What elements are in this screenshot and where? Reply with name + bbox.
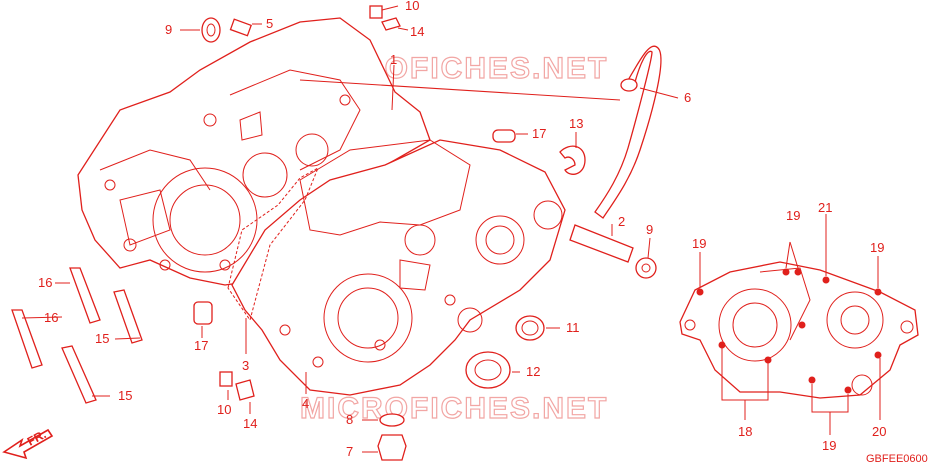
clip-10-bottom [219,371,233,387]
callout-11: 11 [566,320,580,335]
callout-21: 21 [818,200,832,215]
callout-10-top: 10 [405,0,419,13]
callout-12: 12 [526,364,540,379]
seal-11 [515,315,545,341]
stud-16-b [11,309,43,369]
callout-9-right: 9 [646,222,653,237]
callout-13: 13 [569,116,583,131]
callout-10-bottom: 10 [217,402,231,417]
callout-6: 6 [684,90,691,105]
front-label: FR. [25,427,49,448]
callout-16-a: 16 [38,275,52,290]
leader-lines [21,5,881,453]
callout-17-left: 17 [194,338,208,353]
watermark-bottom: MICROFICHES.NET [300,392,608,425]
stud-15-a [113,289,143,344]
front-direction-indicator: FR. [2,427,54,460]
bolt-14-bottom [235,379,255,401]
callout-2: 2 [618,214,625,229]
sleeve-2 [569,224,634,263]
inset-bolt-layout [679,261,919,399]
front-arrow-icon [2,428,54,460]
callout-14-bottom: 14 [243,416,257,431]
callout-14-top: 14 [410,24,424,39]
bolt-14-top [381,17,401,31]
callout-3: 3 [242,358,249,373]
stud-16-a [69,267,101,324]
dowel-17-top [492,129,516,143]
callout-1: 1 [390,52,397,67]
clip-10-top [369,5,383,19]
stud-15-b [61,345,97,404]
right-crankcase [231,139,566,396]
dowel-17-left [193,301,213,325]
drain-bolt-7 [377,434,407,461]
callout-16-b: 16 [44,310,58,325]
callout-labels: 9 5 10 14 1 6 17 13 2 9 16 16 15 15 17 3… [38,0,886,459]
diagram-code: GBFEE0600 [866,453,928,465]
callout-4: 4 [302,396,309,411]
callout-19-c: 19 [870,240,884,255]
callout-20: 20 [872,424,886,439]
washer-8 [379,413,405,427]
callout-15-a: 15 [95,331,109,346]
seal-12 [465,351,511,389]
pin-5 [229,18,253,37]
callout-19-a: 19 [692,236,706,251]
callout-8: 8 [346,412,353,427]
washer-9-right [635,257,657,279]
callout-7: 7 [346,444,353,459]
callout-18: 18 [738,424,752,439]
callout-19-b: 19 [786,208,800,223]
grommet-6 [620,78,638,92]
callout-15-b: 15 [118,388,132,403]
left-crankcase [77,17,431,286]
washer-9-top [201,17,221,43]
callout-17-top: 17 [532,126,546,141]
callout-9-top: 9 [165,22,172,37]
callout-5: 5 [266,16,273,31]
clamp-13 [559,145,586,175]
gasket [227,166,319,322]
callout-19-d: 19 [822,438,836,453]
